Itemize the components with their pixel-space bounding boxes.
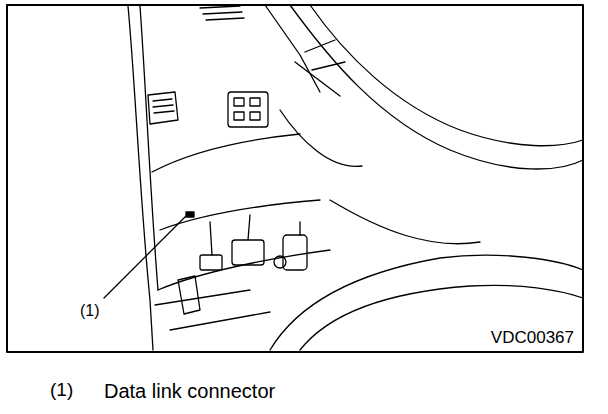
figure-frame [7, 5, 583, 352]
data-link-connector [186, 212, 194, 217]
dash-panel-line [160, 200, 320, 230]
accelerator-pedal [283, 235, 307, 270]
dash-panel-line [152, 134, 300, 172]
part-name: Data link connector [104, 380, 275, 402]
steering-wheel [310, 5, 583, 146]
door-pillar [128, 6, 153, 350]
switch-panel [228, 92, 268, 127]
switch-button [234, 98, 244, 106]
floor-bolt [274, 256, 286, 268]
top-vent [200, 6, 244, 20]
brake-pedal [232, 240, 264, 265]
steering-column [265, 5, 320, 92]
accelerator-arm [299, 222, 300, 235]
seat-rail [178, 276, 200, 314]
floor-line [155, 290, 270, 330]
steering-wheel [290, 5, 583, 169]
dash-lower [330, 200, 480, 244]
side-vent [148, 92, 178, 124]
switch-button [250, 98, 260, 106]
vent-slats [153, 99, 174, 113]
switch-button [250, 112, 260, 120]
switch-button [234, 112, 244, 120]
leader-line [104, 216, 186, 298]
callout-number: (1) [80, 302, 100, 320]
figure-code: VDC00367 [491, 329, 574, 348]
illustration-lines [7, 5, 583, 352]
clutch-arm [210, 222, 212, 255]
callout-number: (1) [50, 380, 73, 401]
seat [270, 255, 583, 350]
seat [300, 285, 583, 350]
brake-arm [248, 215, 250, 240]
column-stalk [295, 40, 345, 96]
clutch-pedal [200, 255, 222, 270]
column-cover [280, 110, 362, 166]
